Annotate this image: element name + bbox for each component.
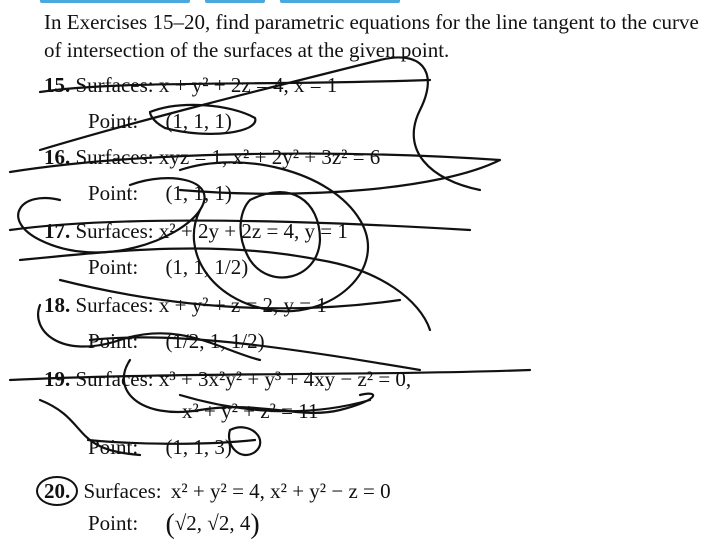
exercise-19-point-row: Point: (1, 1, 3) — [88, 434, 232, 460]
point-value: (1/2, 1, 1/2) — [165, 329, 265, 353]
point-label: Point: — [88, 181, 139, 205]
surfaces-equations: x + y² + 2z = 4, x = 1 — [158, 73, 338, 97]
point-value: √2, √2, 4 — [174, 511, 251, 535]
exercise-15-point-row: Point: (1, 1, 1) — [88, 108, 232, 134]
exercise-19-surface-line-2: x² + y² + z² = 11 — [182, 399, 319, 423]
exercise-15: 15. Surfaces: x + y² + 2z = 4, x = 1 — [44, 72, 337, 98]
surfaces-equations: x² + 2y + 2z = 4, y = 1 — [158, 219, 348, 243]
surfaces-label: Surfaces: — [75, 73, 154, 97]
point-value: (1, 1, 1/2) — [165, 255, 249, 279]
point-label: Point: — [88, 511, 139, 535]
exercise-18: 18. Surfaces: x + y² + z = 2, y = 1 — [44, 292, 327, 318]
exercise-20-point-row: Point: (√2, √2, 4) — [88, 509, 260, 540]
surfaces-label: Surfaces: — [75, 145, 154, 169]
point-value: (1, 1, 1) — [165, 181, 232, 205]
point-label: Point: — [88, 109, 139, 133]
surfaces-label: Surfaces: — [83, 479, 162, 503]
exercise-number: 17. — [44, 219, 71, 243]
point-label: Point: — [88, 435, 139, 459]
point-label: Point: — [88, 329, 139, 353]
exercise-18-point-row: Point: (1/2, 1, 1/2) — [88, 328, 265, 354]
surfaces-equations: xyz = 1, x² + 2y² + 3z² = 6 — [158, 145, 381, 169]
exercise-number: 15. — [44, 73, 71, 97]
exercise-17-point-row: Point: (1, 1, 1/2) — [88, 254, 248, 280]
point-value: (1, 1, 3) — [165, 435, 232, 459]
exercise-16-point-row: Point: (1, 1, 1) — [88, 180, 232, 206]
exercise-20: 20. Surfaces: x² + y² = 4, x² + y² − z =… — [36, 476, 391, 506]
exercise-number-circled: 20. — [36, 476, 79, 506]
surfaces-label: Surfaces: — [75, 219, 154, 243]
clipped-heading-strip — [0, 0, 715, 6]
exercise-number: 16. — [44, 145, 71, 169]
point-value-group: (√2, √2, 4) — [165, 509, 260, 540]
exercise-number: 19. — [44, 367, 71, 391]
surfaces-label: Surfaces: — [75, 367, 154, 391]
exercise-number: 18. — [44, 293, 71, 317]
exercise-instructions: In Exercises 15–20, find parametric equa… — [44, 10, 699, 62]
surfaces-equations: x³ + 3x²y² + y³ + 4xy − z² = 0, — [158, 367, 412, 391]
surfaces-equations: x² + y² = 4, x² + y² − z = 0 — [170, 479, 391, 503]
surfaces-label: Surfaces: — [75, 293, 154, 317]
exercise-19: 19. Surfaces: x³ + 3x²y² + y³ + 4xy − z²… — [44, 366, 411, 392]
surfaces-equations: x + y² + z = 2, y = 1 — [158, 293, 327, 317]
exercise-17: 17. Surfaces: x² + 2y + 2z = 4, y = 1 — [44, 218, 348, 244]
point-label: Point: — [88, 255, 139, 279]
point-value: (1, 1, 1) — [165, 109, 232, 133]
exercise-16: 16. Surfaces: xyz = 1, x² + 2y² + 3z² = … — [44, 144, 380, 170]
